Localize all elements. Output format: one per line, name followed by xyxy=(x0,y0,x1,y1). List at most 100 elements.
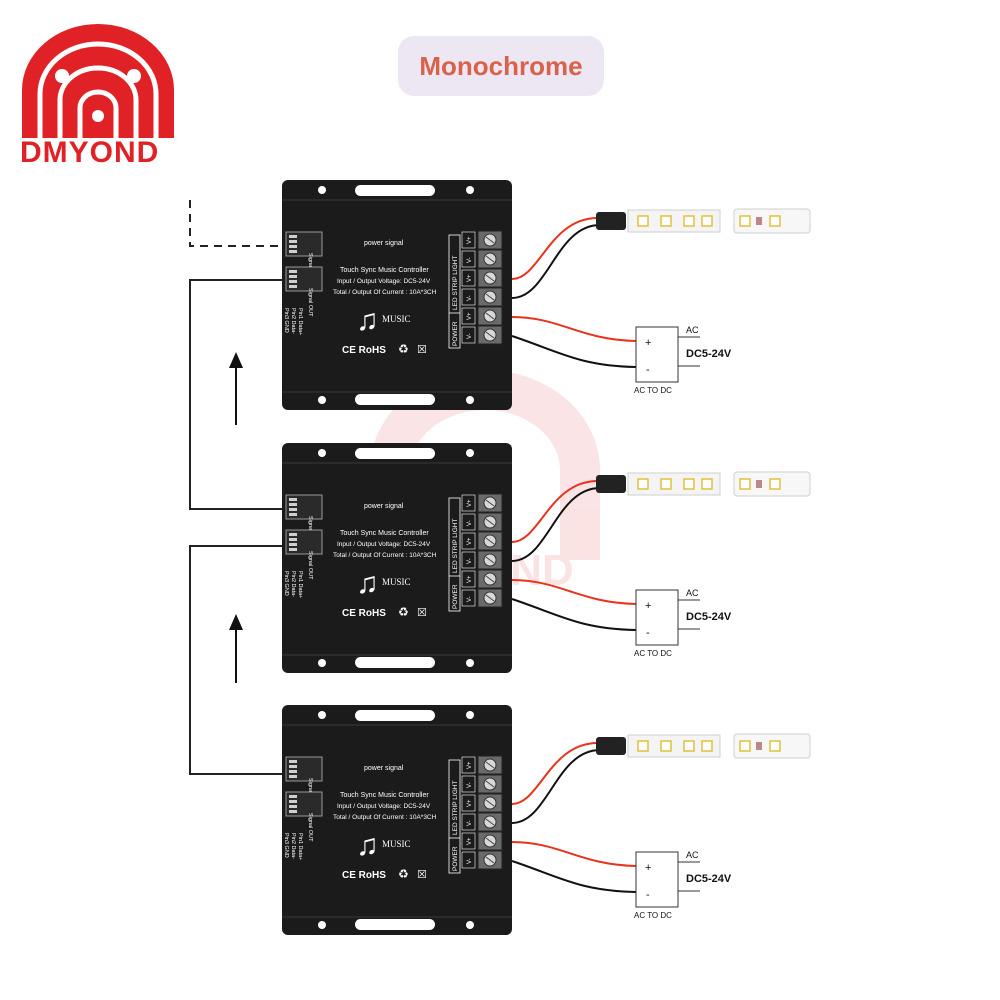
controller-body xyxy=(282,443,512,673)
screw-slot xyxy=(485,856,495,864)
mount-hole-icon xyxy=(318,396,326,404)
spec-current: Total / Output Of Current : 10A*3CH xyxy=(333,814,437,821)
resistor-icon xyxy=(756,217,762,225)
terminal-label: V- xyxy=(467,558,473,564)
side-label-frame xyxy=(448,497,461,612)
power-wire-black xyxy=(511,335,637,368)
signal-out-port: Signal OUT xyxy=(285,266,323,317)
led-chip-icon xyxy=(660,215,672,227)
ac-label: AC xyxy=(686,588,699,598)
port-pin-icon xyxy=(289,805,297,808)
strip-segment xyxy=(627,209,721,233)
weee-bin-icon: ☒ xyxy=(417,869,427,881)
led-strip-label: LED STRIP LIGHT xyxy=(452,781,459,835)
music-label: MUSIC xyxy=(382,839,411,849)
terminal-label-box xyxy=(461,756,476,774)
dc-voltage-label: DC5-24V xyxy=(686,611,732,623)
strip-wire-red xyxy=(511,479,601,543)
brand-name: DMYOND xyxy=(20,136,160,169)
terminal-label: V- xyxy=(467,858,473,864)
terminal-label-box xyxy=(461,794,476,812)
pin-description: Pin3 GND xyxy=(283,571,289,596)
psu-caption: AC TO DC xyxy=(634,386,672,395)
screw-slot xyxy=(485,331,495,339)
screw-slot xyxy=(485,499,495,507)
led-chip-icon xyxy=(739,215,751,227)
port-pin-icon xyxy=(289,270,297,273)
mount-slot-icon xyxy=(355,919,435,930)
mount-hole-icon xyxy=(318,449,326,457)
pin-description: Pin3 GND xyxy=(283,308,289,333)
side-label-frame xyxy=(448,234,461,349)
pin-description: Pin2 Data- xyxy=(290,308,296,334)
cert-marks: CE RoHS xyxy=(342,608,386,619)
dc-voltage-label: DC5-24V xyxy=(686,873,732,885)
mount-hole-icon xyxy=(466,711,474,719)
terminal-label-box xyxy=(461,307,476,325)
screw-slot xyxy=(485,780,495,788)
indicator-labels: power signal xyxy=(364,503,404,510)
music-label: MUSIC xyxy=(382,577,411,587)
signal-out-port: Signal OUT xyxy=(285,791,323,842)
led-chip-icon xyxy=(739,478,751,490)
port-pin-icon xyxy=(289,250,297,253)
psu-plus: + xyxy=(645,862,651,874)
screw-slot xyxy=(485,761,495,769)
terminal-label: V+ xyxy=(467,236,473,244)
power-wire-black xyxy=(511,598,637,631)
terminal-label: V- xyxy=(467,333,473,339)
terminal-label: V- xyxy=(467,596,473,602)
port-pin-icon xyxy=(289,538,297,541)
power-label: POWER xyxy=(452,321,459,346)
port-pin-icon xyxy=(289,508,297,511)
pin-description: Pin1 Data+ xyxy=(297,308,303,335)
port-pin-icon xyxy=(289,543,297,546)
psu-plus: + xyxy=(645,337,651,349)
port-pin-icon xyxy=(289,548,297,551)
recycle-icon: ♻ xyxy=(398,342,409,356)
led-chip-icon xyxy=(701,215,713,227)
terminal-label-box xyxy=(461,832,476,850)
pin-description: Pin2 Data- xyxy=(290,833,296,859)
mount-slot-icon xyxy=(355,448,435,459)
indicator-labels: power signal xyxy=(364,240,404,247)
mount-hole-icon xyxy=(466,921,474,929)
led-strip xyxy=(627,208,811,234)
port-pin-icon xyxy=(289,245,297,248)
led-chip-icon xyxy=(660,740,672,752)
music-label: MUSIC xyxy=(382,314,411,324)
psu-minus: - xyxy=(646,889,650,901)
port-pin-icon xyxy=(289,760,297,763)
terminal-label-box xyxy=(461,813,476,831)
mount-hole-icon xyxy=(466,396,474,404)
terminal-label: V+ xyxy=(467,274,473,282)
screw-slot xyxy=(485,236,495,244)
music-note-icon: ♫ xyxy=(356,829,379,862)
led-chip-icon xyxy=(739,740,751,752)
port-pin-icon xyxy=(289,513,297,516)
power-wire-red xyxy=(511,316,637,342)
screw-slot xyxy=(485,799,495,807)
strip-wire-red xyxy=(511,216,601,280)
controller-body xyxy=(282,180,512,410)
chain-line-1-to-2 xyxy=(189,279,282,510)
screw-slot xyxy=(485,537,495,545)
arrow-up-icon xyxy=(229,614,243,683)
terminal-label-box xyxy=(461,231,476,249)
led-chip-icon xyxy=(637,215,649,227)
led-chip-icon xyxy=(769,740,781,752)
terminal-label: V+ xyxy=(467,499,473,507)
ac-label: AC xyxy=(686,850,699,860)
strip-segment xyxy=(627,472,721,496)
music-note-icon: ♫ xyxy=(356,304,379,337)
port-pin-icon xyxy=(289,770,297,773)
led-chip-icon xyxy=(683,740,695,752)
terminal-label: V- xyxy=(467,257,473,263)
power-wire-black xyxy=(511,860,637,893)
mount-hole-icon xyxy=(466,449,474,457)
